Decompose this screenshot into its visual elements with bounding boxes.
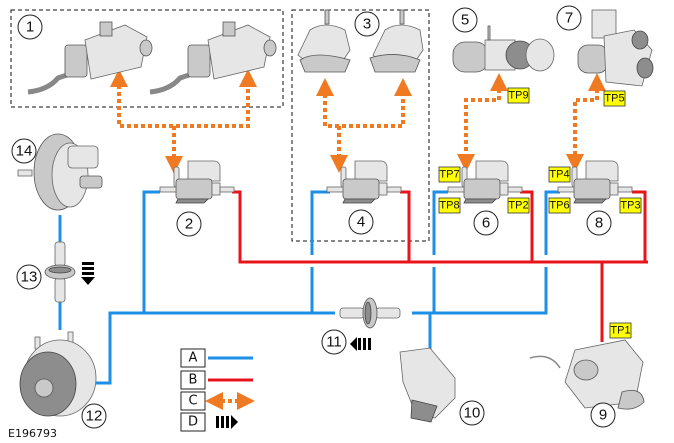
engine-mount-icon xyxy=(297,9,351,73)
test-point-tp9: TP9 xyxy=(507,87,530,104)
svg-text:D: D xyxy=(188,415,198,430)
svg-text:9: 9 xyxy=(599,407,607,424)
egr-valve-icon xyxy=(149,21,277,95)
solenoid-valve-icon xyxy=(159,160,235,204)
callout-5: 5 xyxy=(452,7,478,33)
callout-13: 13 xyxy=(16,264,42,290)
svg-text:TP9: TP9 xyxy=(508,90,528,102)
check-valve-icon xyxy=(339,297,401,329)
test-point-tp4: TP4 xyxy=(548,166,571,183)
air-filter-housing-icon xyxy=(529,339,645,410)
svg-text:TP7: TP7 xyxy=(439,169,459,181)
red-lines xyxy=(232,190,648,342)
brake-booster-icon xyxy=(17,133,103,211)
test-point-tp7: TP7 xyxy=(438,166,461,183)
svg-text:TP5: TP5 xyxy=(604,93,624,105)
blue-lines xyxy=(58,190,560,385)
vacuum-reservoir-icon xyxy=(399,347,456,423)
svg-text:7: 7 xyxy=(565,10,573,27)
svg-text:13: 13 xyxy=(21,269,38,286)
callout-4: 4 xyxy=(348,209,374,235)
svg-text:TP6: TP6 xyxy=(549,200,569,212)
callout-11: 11 xyxy=(321,329,347,355)
legend-item-c: C xyxy=(180,391,255,411)
svg-text:12: 12 xyxy=(86,408,103,425)
engine-mount-icon xyxy=(369,9,424,73)
throttle-valve-icon xyxy=(577,9,654,87)
svg-text:3: 3 xyxy=(363,16,371,33)
svg-text:14: 14 xyxy=(16,143,33,160)
legend-item-b: B xyxy=(180,370,253,390)
electrical-lines xyxy=(110,69,606,174)
svg-text:TP3: TP3 xyxy=(620,200,640,212)
legend-item-a: A xyxy=(180,348,253,368)
flow-arrow-down-icon xyxy=(81,262,95,285)
svg-text:C: C xyxy=(188,394,197,409)
callout-3: 3 xyxy=(354,11,380,37)
svg-text:4: 4 xyxy=(357,214,365,231)
callout-12: 12 xyxy=(81,403,107,429)
callout-6: 6 xyxy=(473,210,499,236)
turbocharger-actuator-icon xyxy=(452,25,555,73)
svg-text:TP2: TP2 xyxy=(508,200,528,212)
test-point-tp5: TP5 xyxy=(603,90,626,107)
svg-text:2: 2 xyxy=(185,216,193,233)
callout-2: 2 xyxy=(176,211,202,237)
svg-text:11: 11 xyxy=(326,334,342,351)
callout-8: 8 xyxy=(586,210,612,236)
flow-arrow-right-icon xyxy=(216,415,238,429)
solenoid-valve-icon xyxy=(326,160,402,204)
svg-text:1: 1 xyxy=(26,19,34,36)
check-valve-icon xyxy=(44,241,76,303)
callout-10: 10 xyxy=(459,400,485,426)
svg-text:A: A xyxy=(189,351,198,366)
figure-reference: E196793 xyxy=(8,427,57,440)
legend: A B C D xyxy=(180,348,255,432)
test-point-tp6: TP6 xyxy=(548,197,571,214)
group-box-mounts xyxy=(291,9,430,242)
flow-arrow-left-icon xyxy=(350,337,371,351)
group-box-egr xyxy=(10,9,284,108)
svg-text:10: 10 xyxy=(464,405,481,422)
test-point-tp1: TP1 xyxy=(609,322,632,339)
svg-text:TP8: TP8 xyxy=(439,200,459,212)
svg-text:B: B xyxy=(189,373,198,388)
svg-text:6: 6 xyxy=(482,215,490,232)
vacuum-pump-icon xyxy=(19,331,97,417)
svg-text:TP1: TP1 xyxy=(610,325,630,337)
svg-text:5: 5 xyxy=(461,12,469,29)
svg-text:8: 8 xyxy=(595,215,603,232)
legend-item-d: D xyxy=(180,412,238,432)
svg-text:TP4: TP4 xyxy=(549,169,569,181)
test-point-tp8: TP8 xyxy=(438,197,461,214)
callout-9: 9 xyxy=(590,402,616,428)
test-point-tp3: TP3 xyxy=(619,197,642,214)
callout-7: 7 xyxy=(556,5,582,31)
callout-1: 1 xyxy=(17,14,43,40)
callout-14: 14 xyxy=(11,138,37,164)
egr-valve-icon xyxy=(27,21,153,95)
test-point-tp2: TP2 xyxy=(507,197,530,214)
